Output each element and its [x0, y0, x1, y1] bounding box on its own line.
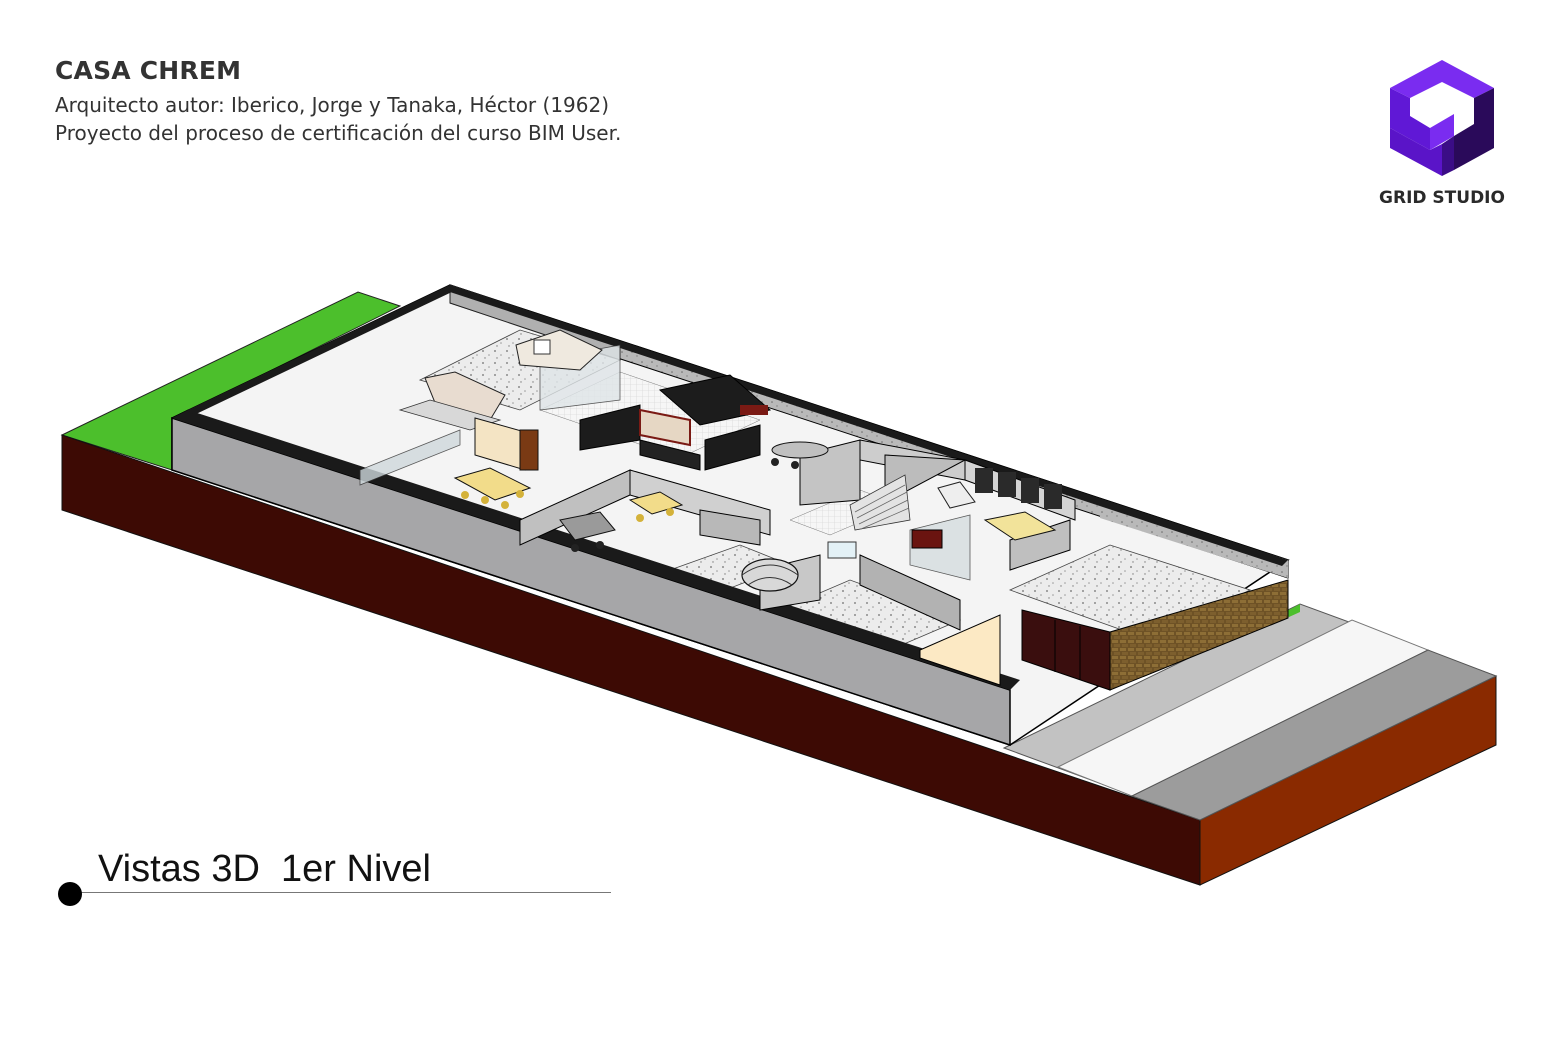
bookshelf [474, 417, 539, 471]
logo-text: GRID STUDIO [1379, 188, 1505, 208]
staircase [849, 474, 911, 531]
front-wall-top [172, 410, 1020, 690]
spiral-stair-steps [741, 564, 799, 586]
grid-studio-logo: GRID STUDIO [1372, 58, 1512, 208]
sidewalk-curb [1130, 649, 1498, 821]
logo-left-face [1390, 88, 1430, 150]
entry-wall [919, 614, 1001, 686]
back-top-edge [450, 285, 1288, 566]
dining-table [453, 467, 532, 509]
bedroom-armchair [937, 481, 976, 509]
glass-railing-1 [359, 429, 461, 486]
view-title: Vistas 3D 1er Nivel [98, 848, 431, 890]
header: CASA CHREM Arquitecto autor: Iberico, Jo… [55, 56, 621, 147]
architect-credit: Arquitecto autor: Iberico, Jorge y Tanak… [55, 93, 610, 117]
living-sofa-set [579, 404, 761, 471]
kitchen-island [559, 511, 616, 552]
logo-inner-shade [1442, 136, 1454, 176]
logo-top-face [1390, 60, 1494, 98]
red-cabinet [911, 529, 943, 549]
stair-steps [854, 484, 910, 530]
logo-center-face [1430, 114, 1454, 150]
project-title: CASA CHREM [55, 56, 242, 85]
bathroom-fixtures [827, 541, 857, 559]
bedroom-bed [983, 511, 1057, 541]
garden-strip [1285, 604, 1300, 617]
project-description: Proyecto del proceso de certificación de… [55, 121, 622, 145]
logo-bottom-face [1390, 128, 1442, 176]
partition-3 [699, 509, 761, 546]
partition-8 [859, 554, 961, 631]
garage-door [1021, 609, 1111, 691]
cube-logo-icon [1390, 60, 1494, 176]
sofa-back-patio [515, 329, 603, 371]
spiral-stair [741, 558, 799, 592]
left-top-edge [188, 285, 456, 415]
breakfast-table [628, 491, 684, 522]
tv-console [658, 374, 772, 426]
bar-counter [771, 441, 829, 469]
view-title-underline [70, 892, 611, 893]
logo-right-face [1454, 88, 1494, 170]
view-marker-dot [58, 882, 82, 906]
bedroom-windows [975, 468, 1062, 509]
